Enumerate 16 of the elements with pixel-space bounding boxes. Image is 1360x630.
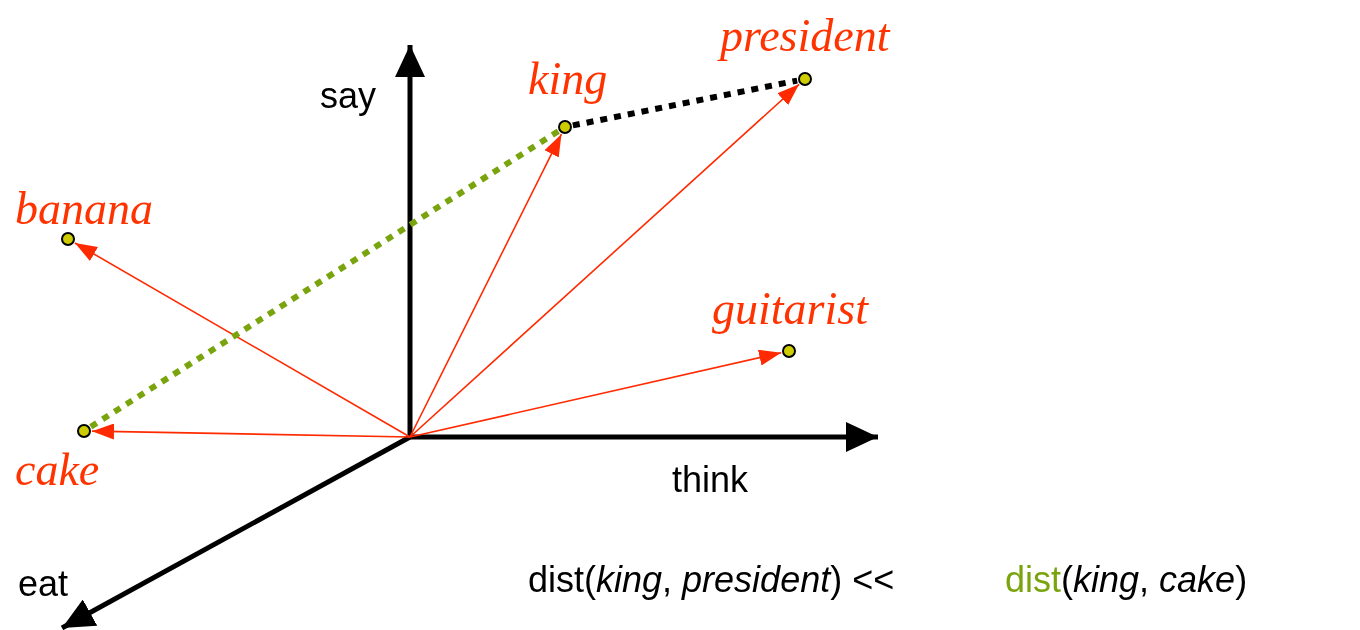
axis-label: eat [18,566,69,602]
word-label: cake [15,447,100,493]
dotted-line [572,77,798,129]
dotted-line [89,128,560,430]
word-label: king [528,56,608,102]
axis-label: dist(king, president) << [528,562,895,598]
vector-arrow [91,423,411,440]
vector-arrow [409,133,563,438]
vector-arrow [409,349,782,438]
axis-label: think [672,462,749,498]
vector-arrow [409,83,800,438]
word-label: banana [15,186,153,232]
axis-label: dist(king, cake) [1005,562,1248,598]
word-label: guitarist [712,286,868,332]
vector-arrow [74,242,411,438]
axis-label: say [320,78,377,114]
